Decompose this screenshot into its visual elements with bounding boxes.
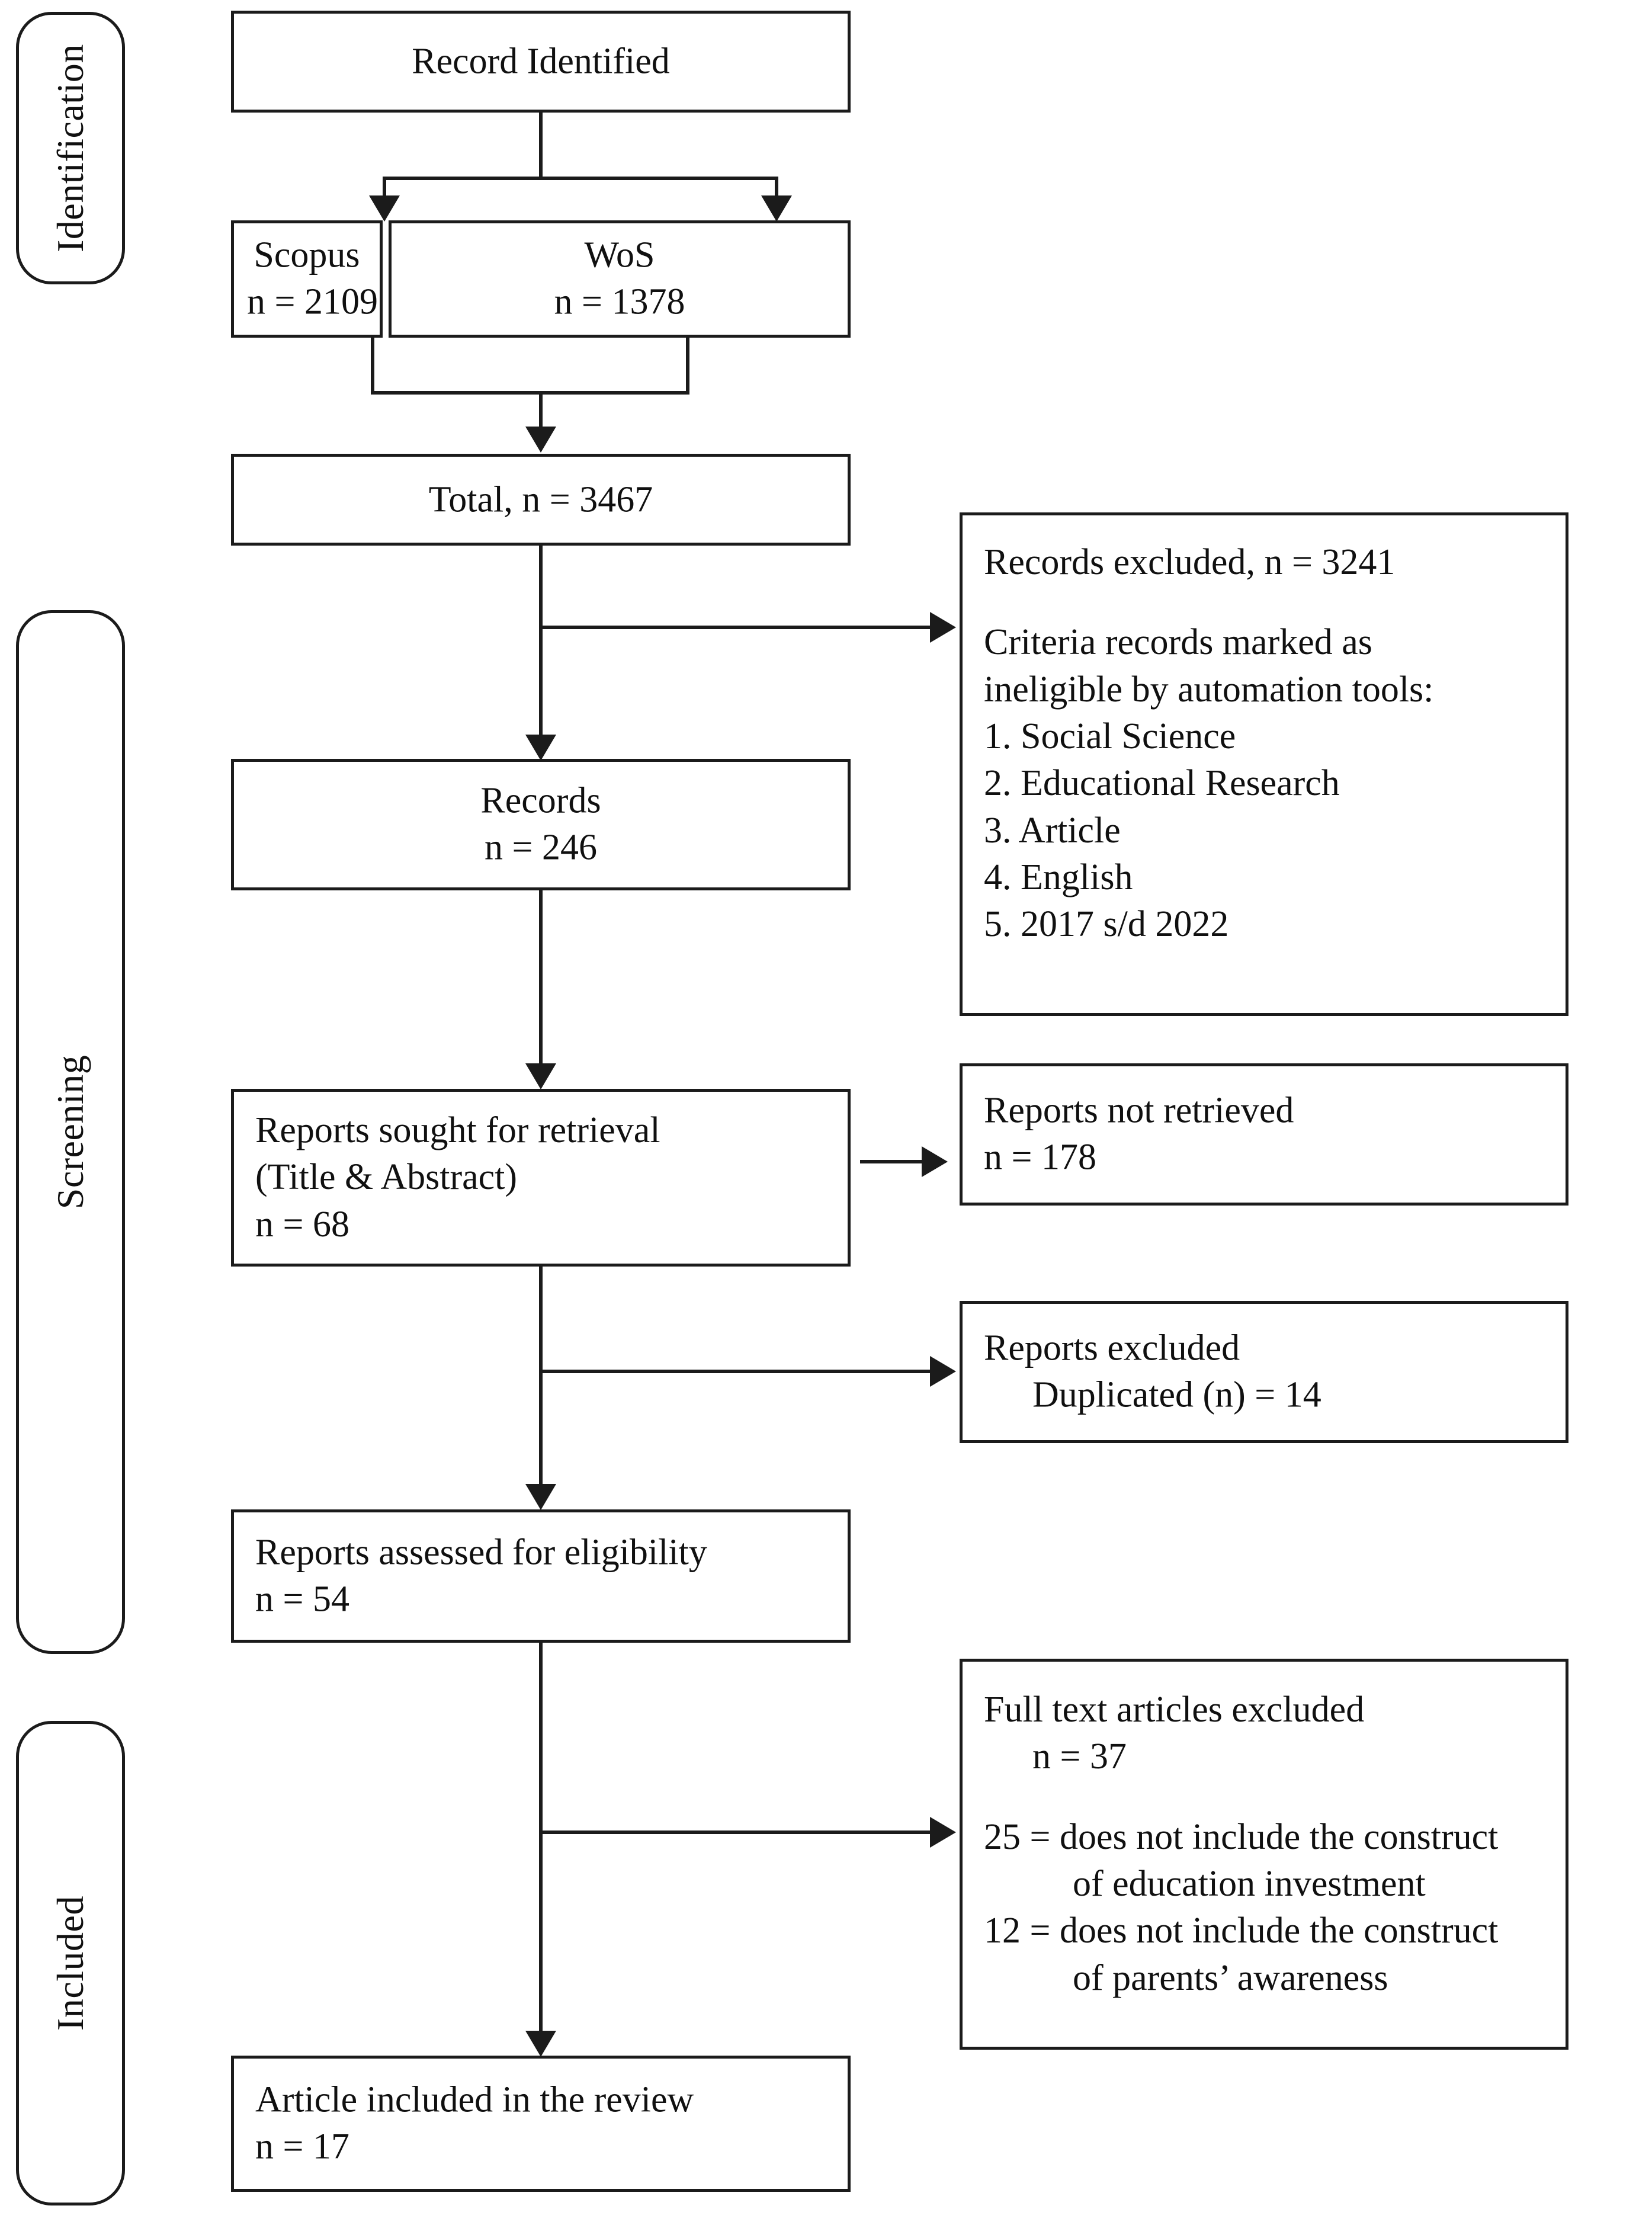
arrow-to-wos [761, 195, 792, 222]
node-reports-assessed-line-1: n = 54 [255, 1579, 349, 1620]
arrow-to-reports-excluded [930, 1356, 956, 1387]
node-records-excluded-line-2: Criteria records marked as [984, 622, 1372, 663]
phase-label-screening: Screening [49, 1054, 91, 1210]
node-full-text-excluded-spacer [984, 1781, 1552, 1814]
arrow-to-records-excluded [930, 612, 956, 643]
node-records-line-1: n = 246 [485, 828, 597, 868]
node-reports-not-retrieved-line-1: n = 178 [984, 1137, 1096, 1178]
arrow-to-records [525, 735, 556, 761]
node-total: Total, n = 3467 [231, 454, 851, 546]
connector-to-scopus-stem [383, 177, 386, 199]
node-article-included: Article included in the review n = 17 [231, 2056, 851, 2192]
connector-wos-down [686, 336, 689, 393]
node-records-excluded-criterion-4: 4. English [984, 857, 1133, 897]
node-records-excluded-criterion-1: 1. Social Science [984, 716, 1236, 756]
node-reports-excluded-line-1: Duplicated (n) = 14 [1032, 1375, 1321, 1415]
connector-identified-stem [539, 113, 543, 178]
arrow-to-reports-assessed [525, 1484, 556, 1510]
connector-total-to-records [539, 546, 543, 755]
arrow-to-article-included [525, 2031, 556, 2057]
arrow-to-scopus [369, 195, 400, 222]
connector-branch-records-excluded [543, 626, 934, 629]
phase-label-identification: Identification [49, 44, 91, 252]
node-reports-excluded: Reports excluded Duplicated (n) = 14 [960, 1301, 1568, 1443]
connector-identified-split-bar [383, 177, 778, 180]
phase-label-included: Included [49, 1896, 91, 2031]
node-wos-line-1: n = 1378 [554, 282, 685, 322]
phase-pill-screening: Screening [16, 610, 125, 1654]
node-wos-line-0: WoS [584, 235, 655, 275]
node-scopus-line-0: Scopus [254, 235, 360, 275]
phase-pill-included: Included [16, 1721, 125, 2205]
node-records-excluded-line-0: Records excluded, n = 3241 [984, 542, 1396, 582]
connector-merge-bar [371, 391, 689, 395]
node-records: Records n = 246 [231, 759, 851, 890]
node-full-text-excluded: Full text articles excluded n = 37 25 = … [960, 1659, 1568, 2050]
node-records-excluded-criterion-5: 5. 2017 s/d 2022 [984, 904, 1229, 945]
arrow-to-reports-not-retrieved [922, 1146, 948, 1177]
node-reports-sought: Reports sought for retrieval (Title & Ab… [231, 1089, 851, 1267]
node-wos: WoS n = 1378 [389, 220, 851, 338]
node-reports-sought-line-0: Reports sought for retrieval [255, 1110, 660, 1150]
node-full-text-excluded-reason-2-head: 12 = does not include the construct [984, 1910, 1499, 1951]
node-total-line-0: Total, n = 3467 [428, 479, 653, 520]
node-full-text-excluded-reason-1-tail: of education investment [1073, 1863, 1426, 1904]
arrow-to-full-text-excluded [930, 1817, 956, 1848]
node-scopus: Scopus n = 2109 [231, 220, 383, 338]
connector-to-reports-not-retrieved [860, 1160, 925, 1163]
connector-sought-to-assessed [539, 1267, 543, 1505]
node-full-text-excluded-line-1: n = 37 [1032, 1736, 1127, 1777]
node-reports-assessed-line-0: Reports assessed for eligibility [255, 1532, 707, 1573]
node-reports-sought-line-1: (Title & Abstract) [255, 1157, 518, 1198]
node-records-excluded-line-3: ineligible by automation tools: [984, 669, 1434, 710]
connector-branch-reports-excluded [543, 1370, 934, 1373]
arrow-to-reports-sought [525, 1063, 556, 1089]
node-record-identified: Record Identified [231, 11, 851, 113]
connector-branch-full-text-excluded [543, 1831, 934, 1834]
connector-to-wos-stem [775, 177, 778, 199]
node-records-line-0: Records [480, 780, 601, 821]
node-reports-not-retrieved-line-0: Reports not retrieved [984, 1090, 1294, 1131]
node-reports-sought-line-2: n = 68 [255, 1204, 349, 1245]
node-scopus-line-1: n = 2109 [247, 282, 378, 322]
connector-assessed-to-included [539, 1643, 543, 2051]
phase-pill-identification: Identification [16, 12, 125, 284]
node-records-excluded-spacer [984, 586, 1552, 619]
node-article-included-line-0: Article included in the review [255, 2079, 694, 2120]
connector-records-to-sought [539, 890, 543, 1083]
node-article-included-line-1: n = 17 [255, 2127, 349, 2167]
node-records-excluded-criterion-2: 2. Educational Research [984, 763, 1340, 804]
node-reports-assessed: Reports assessed for eligibility n = 54 [231, 1509, 851, 1643]
node-full-text-excluded-reason-1-head: 25 = does not include the construct [984, 1816, 1499, 1857]
node-records-excluded: Records excluded, n = 3241 Criteria reco… [960, 512, 1568, 1016]
connector-merge-stem [539, 391, 543, 430]
node-full-text-excluded-line-0: Full text articles excluded [984, 1690, 1365, 1730]
node-records-excluded-criterion-3: 3. Article [984, 810, 1121, 851]
node-reports-excluded-line-0: Reports excluded [984, 1328, 1240, 1368]
node-reports-not-retrieved: Reports not retrieved n = 178 [960, 1063, 1568, 1206]
connector-scopus-down [371, 336, 374, 393]
node-record-identified-line-0: Record Identified [412, 41, 670, 82]
arrow-to-total [525, 427, 556, 453]
node-full-text-excluded-reason-2-tail: of parents’ awareness [1073, 1957, 1388, 1998]
